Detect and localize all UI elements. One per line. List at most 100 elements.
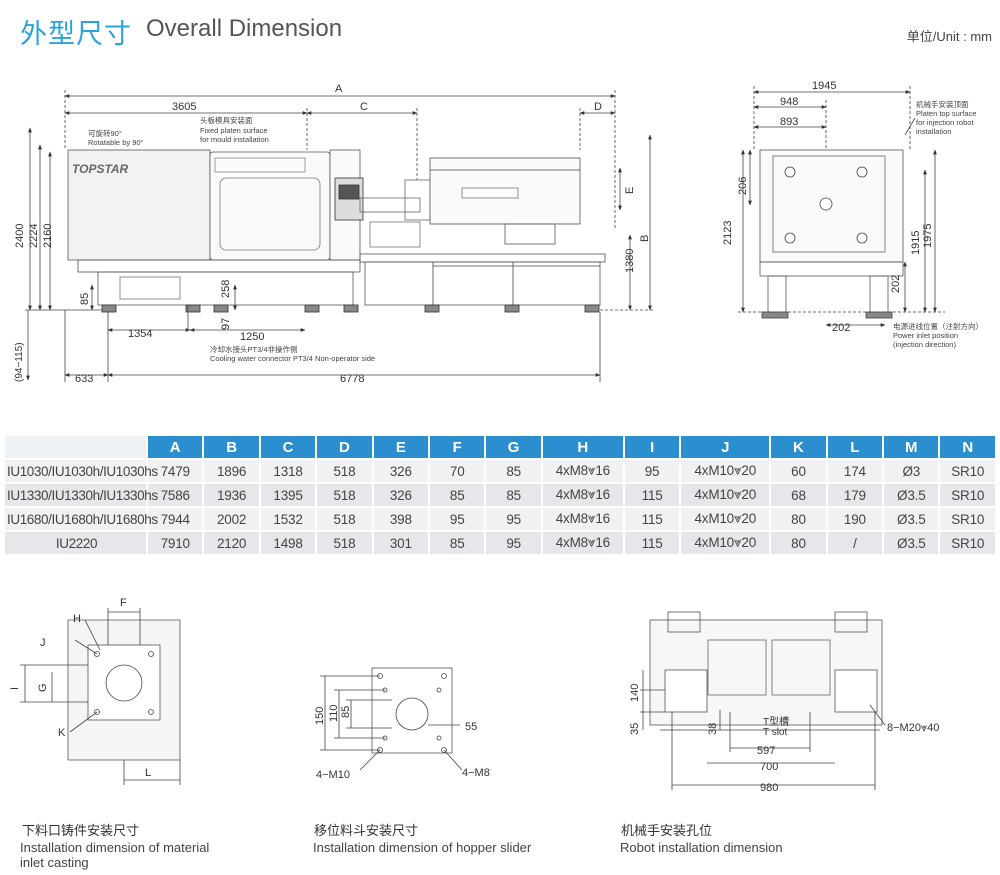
detail2-85: 85 (340, 706, 352, 718)
detail3-140: 140 (629, 684, 641, 702)
note-rotate-en: Rotatable by 90° (88, 138, 144, 147)
value-cell: 95 (624, 460, 680, 482)
value-cell: 518 (317, 460, 372, 482)
header-col-l: L (827, 436, 883, 458)
value-cell: 4xM8⩔16 (542, 484, 623, 506)
detail3-tslot-zh: T型槽 (763, 715, 789, 728)
value-cell: 1532 (260, 508, 316, 530)
note-platen-en1: Fixed platen surface (200, 126, 268, 135)
value-cell: 398 (373, 508, 429, 530)
detail2-m8: 4−M8 (462, 767, 490, 779)
dim-97: 97 (220, 318, 232, 330)
dim-1354: 1354 (128, 328, 152, 340)
dim-E: E (624, 187, 636, 194)
dim-3605: 3605 (172, 101, 196, 113)
machine-drawing: A 3605 C D 2400 2224 2160 85 258 97 1354… (14, 80, 983, 385)
dim-202-horizontal: 202 (832, 322, 850, 334)
detail3-700: 700 (760, 761, 778, 773)
note-robot-en1: Platen top surface (916, 109, 976, 118)
value-cell: 115 (624, 484, 680, 506)
dim-206: 206 (737, 177, 749, 195)
value-cell: 179 (827, 484, 883, 506)
value-cell: 68 (771, 484, 826, 506)
detail3-m20: 8−M20⩔40 (887, 722, 939, 734)
dim-2224: 2224 (28, 224, 40, 248)
header-blank (5, 436, 146, 458)
header-col-i: I (624, 436, 680, 458)
value-cell: 518 (317, 532, 372, 554)
dim-1975: 1975 (922, 224, 934, 248)
value-cell: 70 (430, 460, 485, 482)
dim-C: C (360, 101, 368, 113)
dim-202-vertical: 202 (890, 275, 902, 293)
dim-B: B (639, 235, 651, 242)
value-cell: 326 (373, 460, 429, 482)
header-col-a: A (148, 436, 203, 458)
value-cell: SR10 (940, 460, 995, 482)
dim-1945: 1945 (812, 80, 836, 92)
dim-A: A (335, 83, 343, 95)
note-robot-en2: for injection robot (916, 118, 974, 127)
value-cell: 85 (430, 484, 485, 506)
note-water-zh: 冷却水接头PT3/4非操作侧 (210, 344, 298, 354)
dim-1915: 1915 (910, 231, 922, 255)
value-cell: SR10 (940, 508, 995, 530)
page-title-zh: 外型尺寸 (20, 19, 132, 50)
header-col-n: N (940, 436, 995, 458)
value-cell: 7944 (148, 508, 203, 530)
value-cell: 1395 (260, 484, 316, 506)
value-cell: 1498 (260, 532, 316, 554)
header-col-b: B (204, 436, 259, 458)
detail2-m10: 4−M10 (316, 769, 350, 781)
value-cell: 7586 (148, 484, 203, 506)
detail1-F: F (120, 597, 127, 609)
header-col-k: K (771, 436, 826, 458)
value-cell: Ø3.5 (884, 532, 939, 554)
brand-logo: TOPSTAR (72, 162, 129, 176)
value-cell: 85 (430, 532, 485, 554)
note-power-zh: 电源进线位置（注射方向） (893, 321, 983, 331)
caption2-en: Installation dimension of hopper slider (313, 840, 532, 855)
note-robot-en3: installation (916, 127, 951, 136)
header-col-j: J (681, 436, 770, 458)
value-cell: 4xM10⩔20 (681, 460, 770, 482)
detail2-dia55: 55 (465, 721, 477, 733)
detail3-980: 980 (760, 782, 778, 794)
dim-1250: 1250 (240, 331, 264, 343)
value-cell: 2120 (204, 532, 259, 554)
note-power-en2: (injection direction) (893, 340, 956, 349)
dim-6778: 6778 (340, 373, 364, 385)
value-cell: 4xM8⩔16 (542, 508, 623, 530)
caption3-en: Robot installation dimension (620, 840, 783, 855)
value-cell: 1936 (204, 484, 259, 506)
dim-D: D (594, 101, 602, 113)
detail3-tslot-en: T slot (763, 727, 787, 738)
value-cell: 7910 (148, 532, 203, 554)
note-rotate-zh: 可旋转90° (88, 128, 122, 138)
value-cell: 4xM10⩔20 (681, 532, 770, 554)
value-cell: Ø3.5 (884, 508, 939, 530)
detail1-G: G (37, 683, 49, 692)
dim-2160: 2160 (42, 224, 54, 248)
model-cell: IU1330/IU1330h/IU1330hs (5, 484, 158, 506)
detail1-J: J (40, 637, 46, 649)
value-cell: 95 (486, 508, 541, 530)
dim-948: 948 (780, 96, 798, 108)
detail3-38: 38 (707, 723, 719, 735)
value-cell: 174 (827, 460, 883, 482)
value-cell: 518 (317, 484, 372, 506)
value-cell: 518 (317, 508, 372, 530)
dim-2123: 2123 (722, 221, 734, 245)
caption1-zh: 下料口铸件安装尺寸 (22, 824, 140, 839)
value-cell: 115 (624, 508, 680, 530)
model-cell: IU1030/IU1030h/IU1030hs (5, 460, 158, 482)
value-cell: Ø3 (884, 460, 939, 482)
value-cell: 4xM8⩔16 (542, 460, 623, 482)
dim-633: 633 (75, 373, 93, 385)
